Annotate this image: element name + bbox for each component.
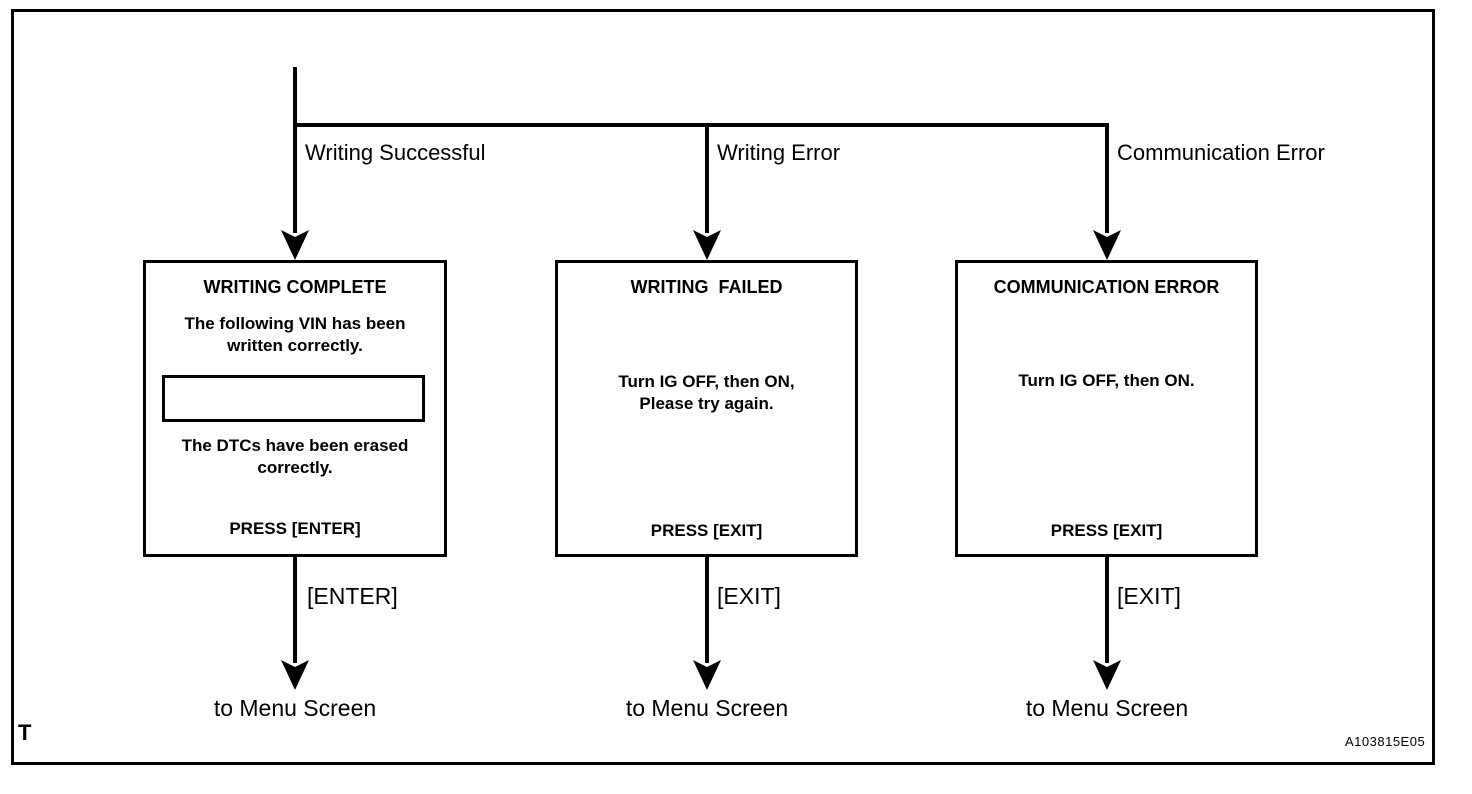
destination-label-menu-screen: to Menu Screen [213,695,377,721]
branch-label-writing-successful: Writing Successful [305,140,486,165]
key-label-enter: [ENTER] [307,583,398,609]
branch-label-communication-error: Communication Error [1117,140,1325,165]
press-key-instruction: PRESS [ENTER] [229,519,361,538]
arrow-down-icon [1093,230,1121,260]
key-label-exit: [EXIT] [717,583,781,609]
press-key-instruction: PRESS [EXIT] [1050,521,1163,540]
connector-exit-communication-error [1105,557,1109,663]
screen-title: COMMUNICATION ERROR [993,277,1220,297]
screen-box-communication-error: COMMUNICATION ERROR Turn IG OFF, then ON… [955,260,1258,557]
corner-letter: T [18,720,32,745]
screen-title: WRITING FAILED [630,277,783,297]
connector-stem-writing-error [705,123,709,233]
key-label-exit: [EXIT] [1117,583,1181,609]
connector-exit-writing-failed [705,557,709,663]
press-key-instruction: PRESS [EXIT] [650,521,763,540]
vin-value-field [162,375,425,422]
screen-message: The following VIN has been written corre… [184,314,406,355]
figure-code: A103815E05 [1345,734,1426,749]
screen-box-writing-complete: WRITING COMPLETE The following VIN has b… [143,260,447,557]
screen-message: Turn IG OFF, then ON. [1018,371,1195,390]
branch-label-writing-error: Writing Error [717,140,841,165]
arrow-down-icon [693,660,721,690]
screen-message: The DTCs have been erased correctly. [181,436,409,477]
destination-label-menu-screen: to Menu Screen [1025,695,1189,721]
screen-title: WRITING COMPLETE [203,277,387,297]
arrow-down-icon [281,230,309,260]
arrow-down-icon [693,230,721,260]
arrow-down-icon [1093,660,1121,690]
connector-stem-communication-error [1105,123,1109,233]
connector-branch-bar [293,123,1109,127]
connector-exit-writing-complete [293,557,297,663]
destination-label-menu-screen: to Menu Screen [625,695,789,721]
arrow-down-icon [281,660,309,690]
connector-stem-writing-successful [293,67,297,233]
screen-box-writing-failed: WRITING FAILED Turn IG OFF, then ON, Ple… [555,260,858,557]
screen-message: Turn IG OFF, then ON, Please try again. [618,372,795,413]
